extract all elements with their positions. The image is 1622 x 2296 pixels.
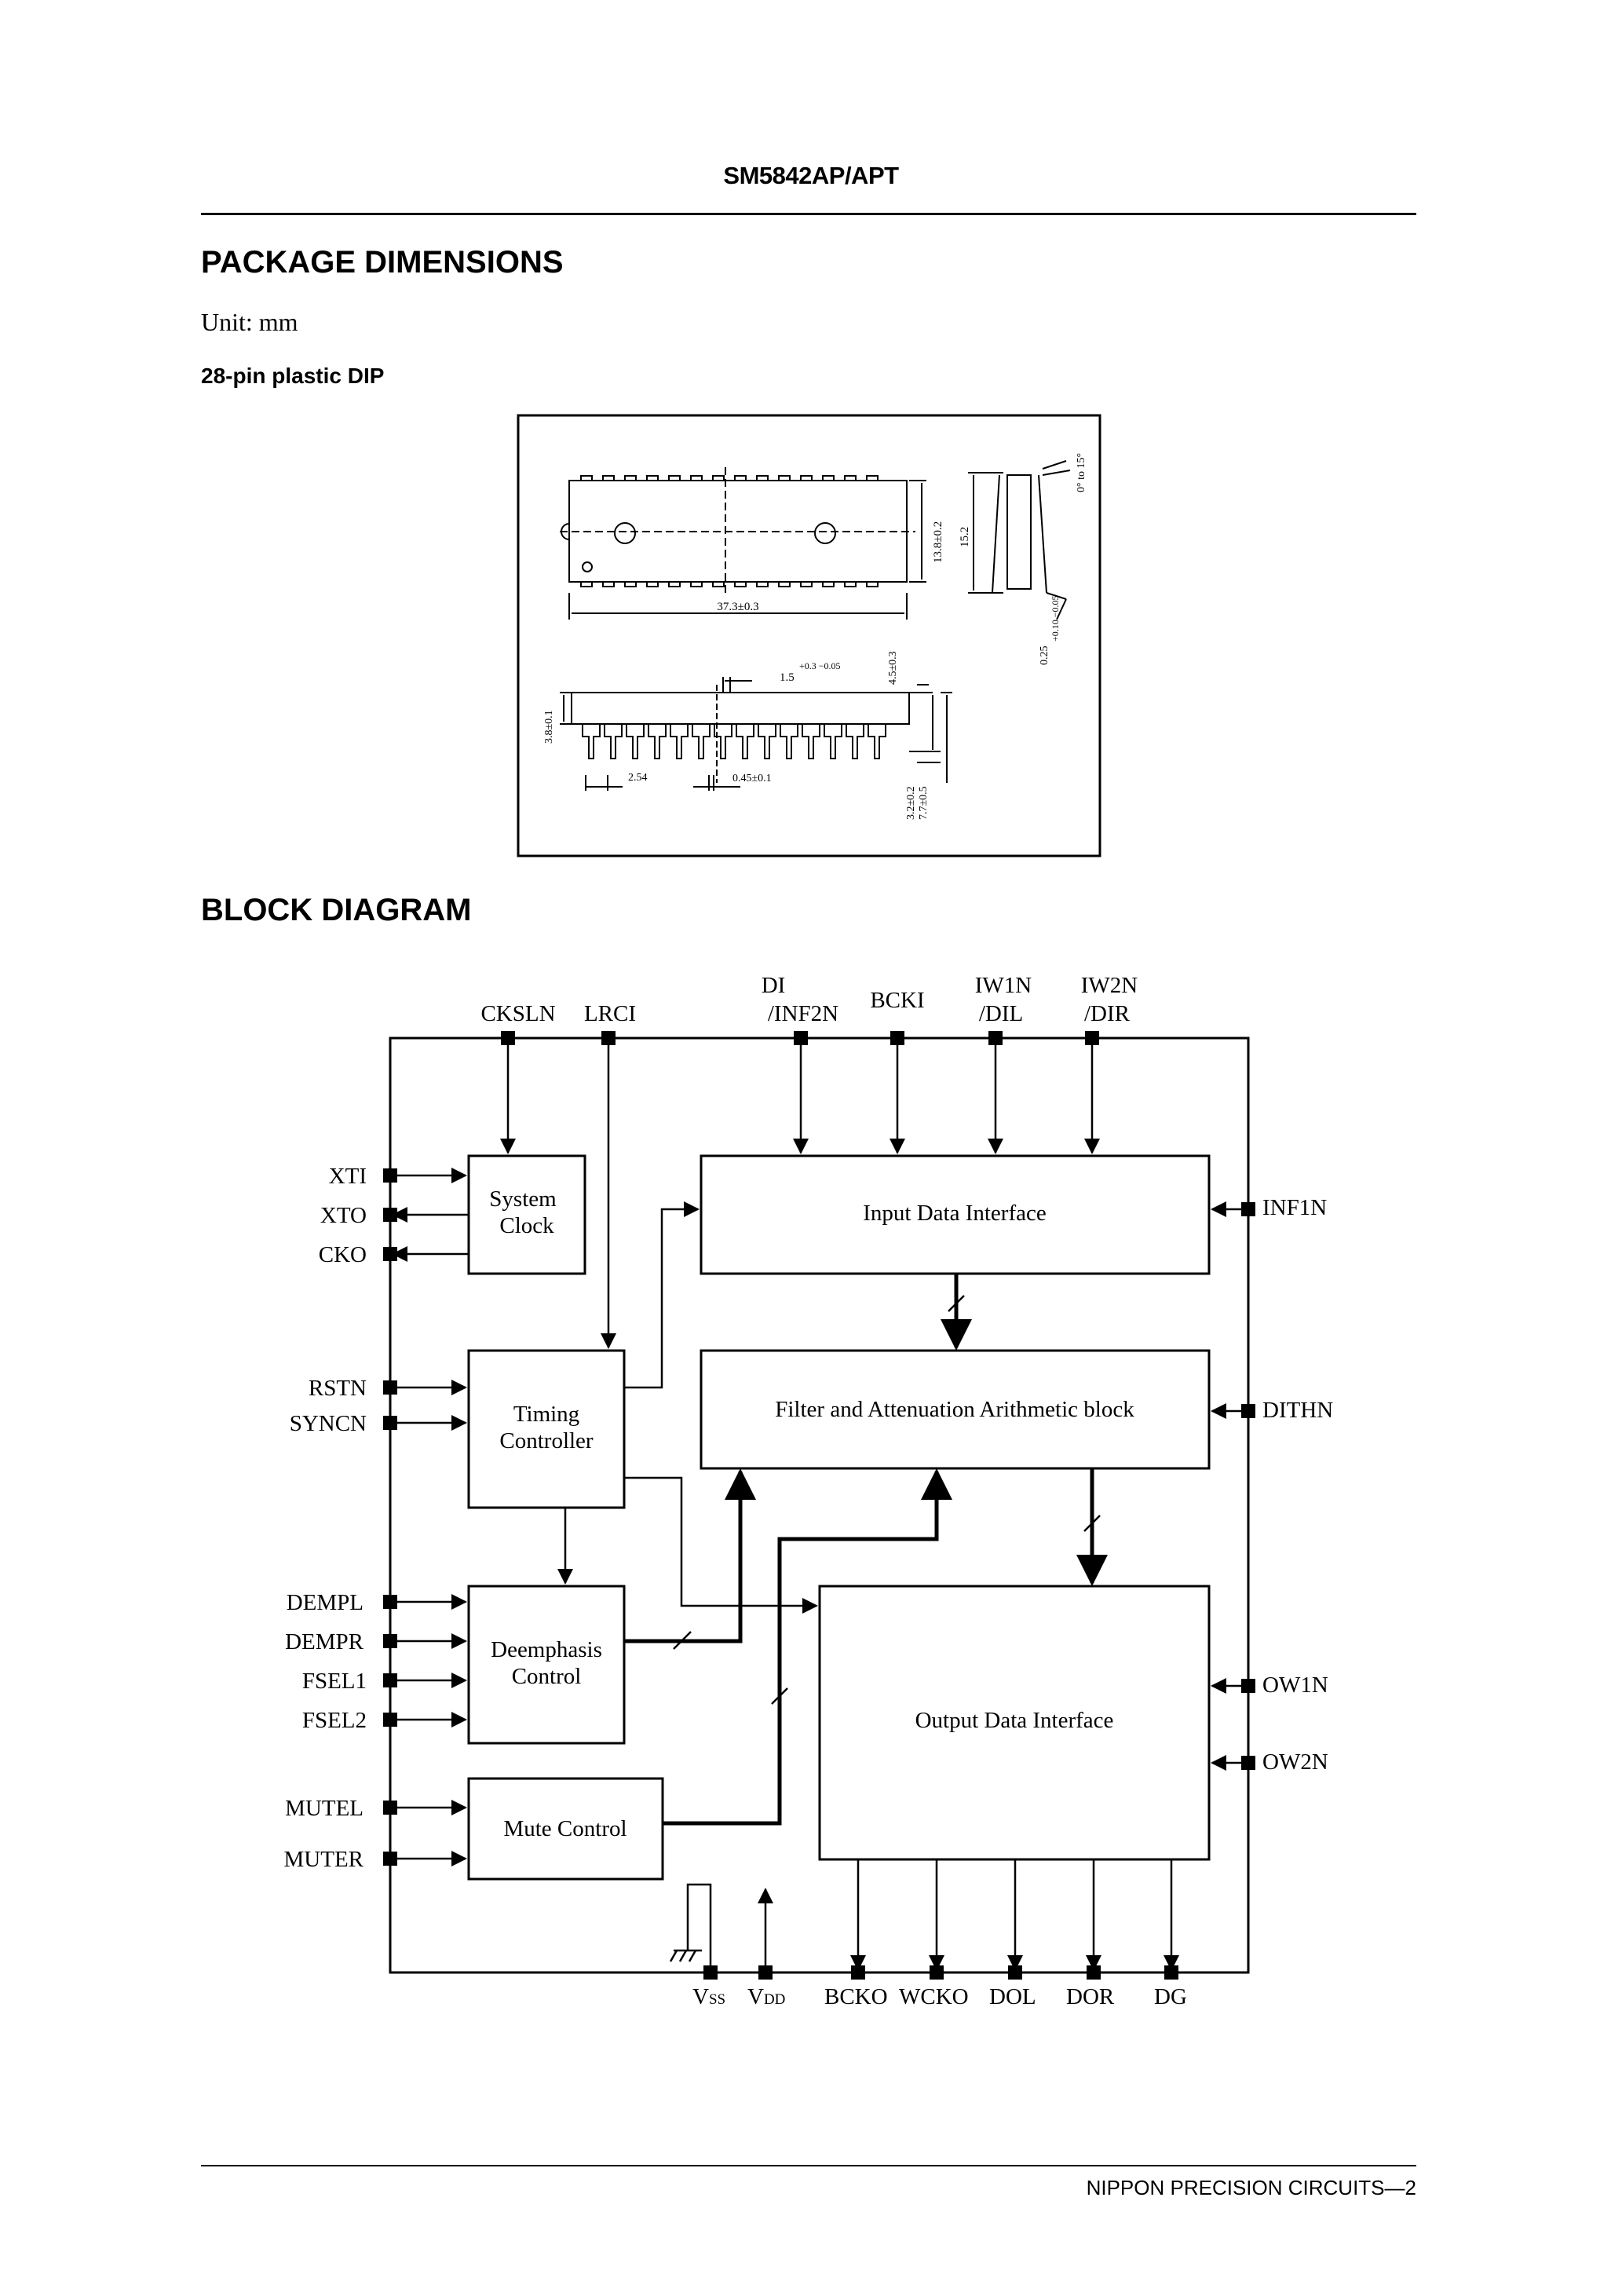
pin-bcki: BCKI bbox=[870, 988, 924, 1013]
pin-inf1n: INF1N bbox=[1262, 1195, 1327, 1220]
pin-syncn: SYNCN bbox=[290, 1411, 367, 1436]
side-pins bbox=[582, 724, 886, 759]
section-heading-package: PACKAGE DIMENSIONS bbox=[201, 245, 564, 280]
pin-wcko: WCKO bbox=[899, 1984, 969, 2009]
pin-xto: XTO bbox=[320, 1203, 367, 1228]
dim-total-height: 4.5±0.3 bbox=[887, 651, 899, 685]
pin-vss: VSS bbox=[692, 1984, 725, 2009]
label-mute-control: Mute Control bbox=[503, 1816, 627, 1841]
pin-fsel2: FSEL2 bbox=[302, 1708, 367, 1733]
top-pins bbox=[580, 475, 879, 587]
dim-pitch: 2.54 bbox=[628, 772, 648, 784]
pin-inf2n: /INF2N bbox=[768, 1001, 838, 1026]
pin-dir: /DIR bbox=[1084, 1001, 1131, 1026]
dim-row-width: 15.2 bbox=[959, 527, 971, 547]
block-deemphasis-control bbox=[467, 1585, 626, 1745]
package-subheading: 28-pin plastic DIP bbox=[201, 364, 385, 388]
chip-outline bbox=[389, 1036, 1250, 1974]
pin-dithn: DITHN bbox=[1262, 1398, 1333, 1423]
footer-rule bbox=[201, 2165, 1416, 2166]
drawing-frame bbox=[517, 414, 1101, 857]
pin-fsel1: FSEL1 bbox=[302, 1669, 367, 1694]
pin-iw1n: IW1N bbox=[975, 973, 1032, 998]
package-end-view bbox=[1006, 474, 1032, 590]
pin-bcko: BCKO bbox=[824, 1984, 888, 2009]
pin-muter: MUTER bbox=[284, 1847, 364, 1872]
dim-seat-height: 7.7±0.5 bbox=[918, 786, 930, 820]
block-mute-control bbox=[467, 1777, 664, 1881]
pin-iw2n: IW2N bbox=[1081, 973, 1138, 998]
label-filter-block: Filter and Attenuation Arithmetic block bbox=[775, 1397, 1134, 1422]
pin-rstn: RSTN bbox=[309, 1376, 367, 1401]
block-timing-controller bbox=[467, 1349, 626, 1509]
pin-vdd: VDD bbox=[747, 1984, 785, 2009]
dim-shoulder-tol: +0.3 −0.05 bbox=[799, 660, 841, 671]
pin-lrci: LRCI bbox=[584, 1001, 636, 1026]
dim-lead-thickness-tol: +0.10 −0.05 bbox=[1050, 595, 1061, 642]
dim-body-width: 13.8±0.2 bbox=[932, 521, 944, 563]
pin-dempr: DEMPR bbox=[285, 1629, 364, 1654]
pin-mutel: MUTEL bbox=[285, 1796, 363, 1821]
pin-dil: /DIL bbox=[979, 1001, 1023, 1026]
pin1-marker bbox=[582, 561, 593, 572]
pin-di: DI bbox=[762, 973, 786, 998]
label-output-interface: Output Data Interface bbox=[915, 1708, 1114, 1733]
dim-lead-length: 3.2±0.2 bbox=[905, 786, 917, 820]
dim-length: 37.3±0.3 bbox=[717, 601, 758, 613]
pin-dempl: DEMPL bbox=[287, 1590, 363, 1615]
pin-ow2n: OW2N bbox=[1262, 1749, 1328, 1775]
pin-dor: DOR bbox=[1066, 1984, 1115, 2009]
ejector-mark-left bbox=[614, 522, 636, 544]
pin-dg: DG bbox=[1154, 1984, 1187, 2009]
ejector-mark-right bbox=[814, 522, 836, 544]
label-timing-2: Controller bbox=[499, 1428, 594, 1453]
pin-cko: CKO bbox=[319, 1242, 367, 1267]
dim-shoulder: 1.5 bbox=[780, 671, 795, 684]
dim-lead-thickness: 0.25 bbox=[1039, 646, 1050, 666]
label-system-clock-2: Clock bbox=[499, 1213, 554, 1238]
block-filter-arithmetic bbox=[700, 1349, 1211, 1470]
label-system-clock-1: System bbox=[489, 1186, 557, 1212]
pin-xti: XTI bbox=[329, 1164, 367, 1189]
document-title: SM5842AP/APT bbox=[723, 162, 899, 189]
header-rule bbox=[201, 213, 1416, 215]
label-deemph-2: Control bbox=[512, 1664, 582, 1689]
dim-lead-width: 0.45±0.1 bbox=[732, 773, 772, 784]
dim-angle: 0° to 15° bbox=[1076, 453, 1087, 492]
package-dimension-drawing: 37.3±0.3 13.8±0.2 15.2 0° to 15° 0.25 +0… bbox=[517, 414, 1101, 857]
pin-ow1n: OW1N bbox=[1262, 1673, 1328, 1698]
unit-label: Unit: mm bbox=[201, 308, 298, 336]
pin-dol: DOL bbox=[989, 1984, 1036, 2009]
package-side-view bbox=[571, 692, 910, 725]
dim-body-height: 3.8±0.1 bbox=[543, 710, 555, 744]
page-footer: NIPPON PRECISION CIRCUITS—2 bbox=[1086, 2176, 1416, 2199]
label-timing-1: Timing bbox=[513, 1402, 579, 1427]
block-diagram: System Clock Timing Controller Deemphasi… bbox=[284, 973, 1334, 2009]
pin-cksln: CKSLN bbox=[480, 1001, 555, 1026]
section-heading-block-diagram: BLOCK DIAGRAM bbox=[201, 893, 472, 927]
label-input-interface: Input Data Interface bbox=[863, 1201, 1046, 1226]
label-deemph-1: Deemphasis bbox=[491, 1637, 602, 1662]
